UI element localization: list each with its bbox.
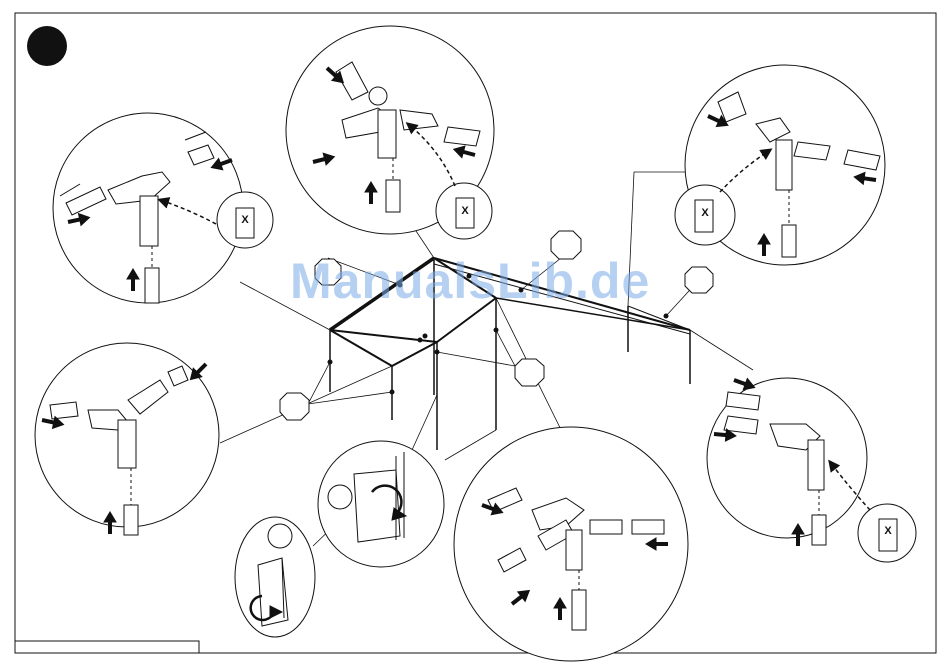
marker-x: X <box>884 525 892 537</box>
detail-hinge <box>318 441 444 567</box>
marker-x: X <box>701 207 709 219</box>
marker-x: X <box>241 214 249 226</box>
detail-top-right: X <box>675 65 885 265</box>
detail-clip <box>235 517 315 637</box>
footer-box <box>15 641 199 653</box>
detail-top-center: X <box>286 26 494 239</box>
detail-top-left: X <box>53 113 273 303</box>
detail-middle-left <box>35 343 219 535</box>
detail-middle-right: X <box>707 374 916 562</box>
marker-x: X <box>461 205 469 217</box>
circle-icon <box>328 485 352 509</box>
step-number-badge <box>27 26 67 66</box>
detail-bottom-center <box>454 427 688 661</box>
circle-icon <box>268 524 292 548</box>
